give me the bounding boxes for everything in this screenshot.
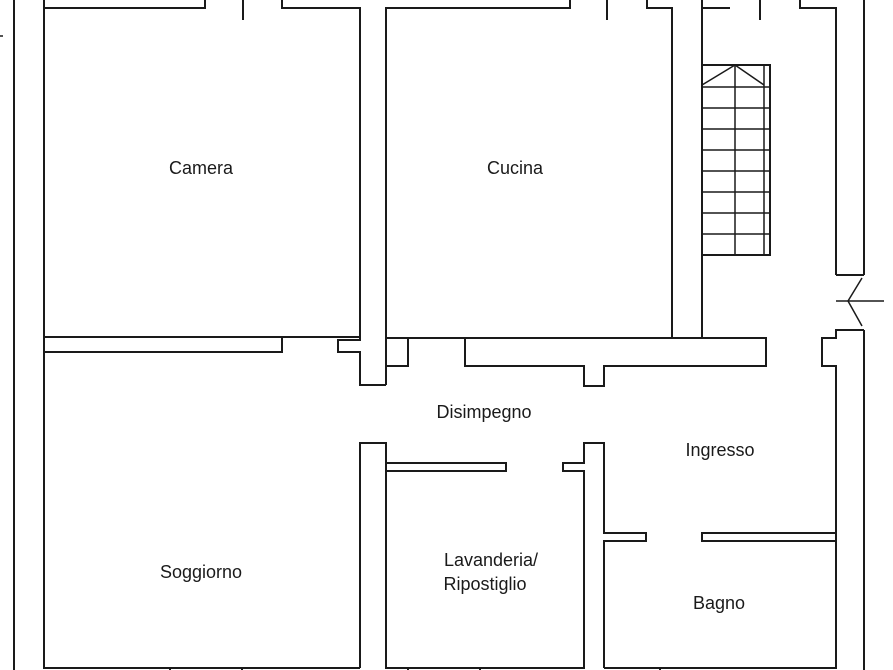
stair-area [701, 0, 837, 338]
label-cucina: Cucina [487, 158, 544, 178]
stair-right-wall [799, 0, 837, 275]
lavanderia-top-wall-left [385, 462, 507, 472]
soggiorno-right-wall [359, 442, 387, 668]
label-disimpegno: Disimpegno [436, 402, 531, 422]
cucina-right-wall [386, 0, 673, 339]
cucina-left-wall [385, 0, 571, 385]
label-bagno: Bagno [693, 593, 745, 613]
entrance-right-wall [821, 329, 864, 533]
staircase [701, 64, 771, 256]
room-soggiorno [43, 352, 387, 670]
bagno-top-wall-block [701, 532, 837, 542]
bagno-outline [604, 541, 837, 669]
camera-bottom-wall [43, 336, 283, 353]
outer-walls [0, 0, 865, 670]
room-bagno [604, 532, 837, 670]
lavanderia-wall-outline [385, 442, 647, 669]
label-ripostiglio: Ripostiglio [443, 574, 526, 594]
room-labels: Camera Cucina Disimpegno Ingresso Soggio… [160, 158, 755, 613]
cucina-bottom-wall [464, 337, 767, 387]
stair-arrow [701, 64, 765, 86]
soggiorno-wall-outline [43, 352, 360, 669]
label-ingresso: Ingresso [685, 440, 754, 460]
entrance-door-leaf [847, 277, 863, 327]
label-camera: Camera [169, 158, 234, 178]
entrance-door [821, 274, 884, 533]
room-cucina [385, 0, 767, 387]
camera-top-wall-left [44, 0, 206, 9]
cucina-door-jamb [386, 337, 409, 367]
label-lavanderia: Lavanderia/ [444, 550, 538, 570]
pillar-left [337, 337, 386, 386]
camera-top-wall-right [281, 0, 361, 337]
room-camera [43, 0, 386, 386]
label-soggiorno: Soggiorno [160, 562, 242, 582]
